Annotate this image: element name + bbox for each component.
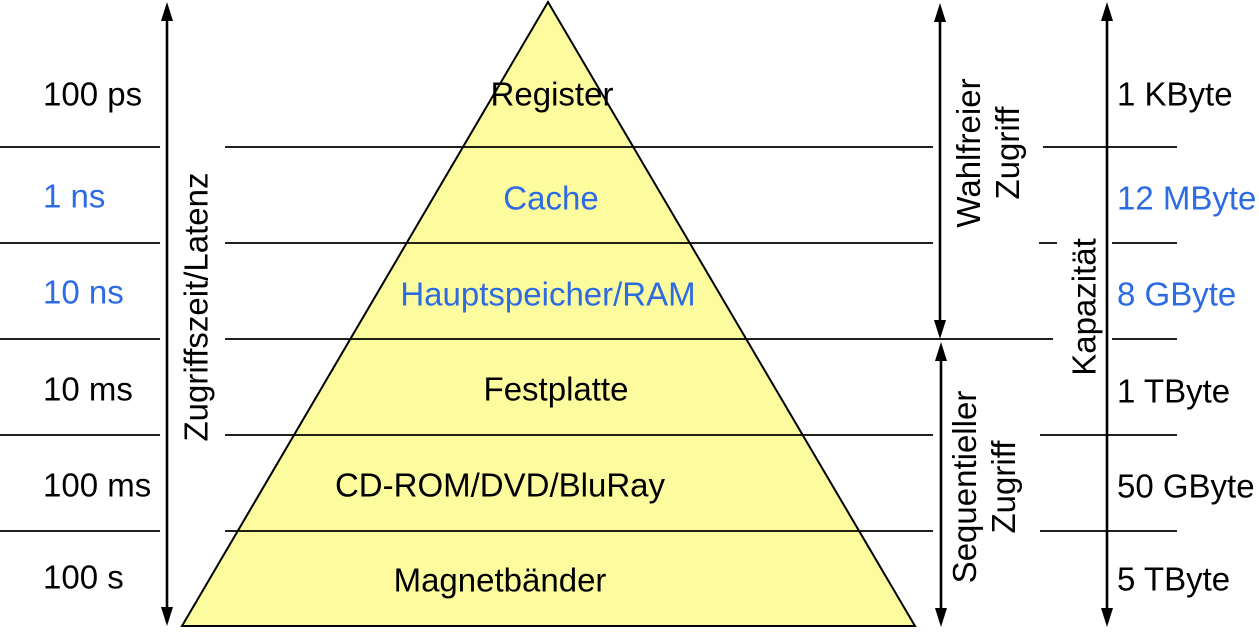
- level-label-ram: Hauptspeicher/RAM: [400, 275, 696, 313]
- pyramid-shape: [180, 0, 917, 627]
- sequential-access-axis-label: Sequentieller Zugriff: [946, 391, 1024, 584]
- latency-value-register: 100 ps: [43, 75, 143, 113]
- latency-axis-arrow: [161, 2, 173, 626]
- latency-value-harddisk: 10 ms: [43, 370, 133, 408]
- sequential-access-axis-label-line2: Zugriff: [985, 440, 1022, 534]
- random-access-axis-label: Wahlfreier Zugriff: [950, 78, 1028, 227]
- capacity-value-ram: 8 GByte: [1117, 275, 1237, 313]
- capacity-value-register: 1 KByte: [1117, 75, 1233, 113]
- random-access-axis-label-line1: Wahlfreier: [950, 78, 988, 228]
- random-access-axis-label-line2: Zugriff: [989, 106, 1026, 200]
- level-label-harddisk: Festplatte: [483, 370, 629, 408]
- capacity-axis-label: Kapazität: [1065, 238, 1103, 376]
- latency-value-ram: 10 ns: [43, 273, 124, 311]
- capacity-value-tape: 5 TByte: [1117, 560, 1231, 598]
- latency-value-cache: 1 ns: [43, 177, 106, 215]
- sequential-access-arrow: [935, 342, 947, 627]
- capacity-value-cache: 12 MByte: [1117, 179, 1257, 217]
- latency-value-optical: 100 ms: [43, 466, 152, 504]
- level-label-optical: CD-ROM/DVD/BluRay: [334, 466, 666, 504]
- sequential-access-axis-label-line1: Sequentieller: [946, 390, 984, 584]
- level-label-tape: Magnetbänder: [393, 561, 607, 599]
- latency-value-tape: 100 s: [43, 558, 124, 596]
- random-access-arrow: [934, 3, 946, 339]
- level-label-register: Register: [490, 75, 614, 113]
- capacity-value-harddisk: 1 TByte: [1117, 372, 1231, 410]
- level-label-cache: Cache: [503, 179, 599, 217]
- capacity-axis-arrow: [1101, 2, 1113, 627]
- capacity-value-optical: 50 GByte: [1117, 467, 1255, 505]
- latency-axis-label: Zugriffszeit/Latenz: [177, 172, 215, 442]
